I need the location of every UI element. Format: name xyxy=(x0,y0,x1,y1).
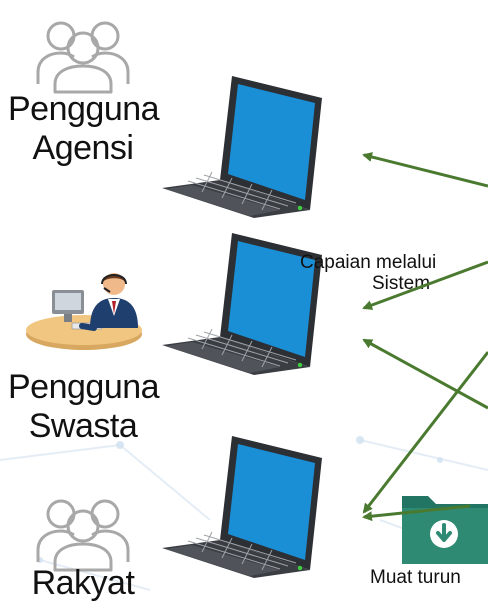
actor-private-label-line2: Swasta xyxy=(28,406,138,445)
arrow-download-to-public-laptop xyxy=(362,504,471,522)
annotation-download-label: Muat turun xyxy=(370,567,461,588)
annotation-system-access-line1: Capaian melalui xyxy=(300,252,437,273)
laptop-icon xyxy=(162,233,322,375)
actor-agency-label-line1: Pengguna xyxy=(8,90,160,128)
arrow-to-agency-laptop xyxy=(362,152,488,188)
actor-public-label: Rakyat xyxy=(31,564,135,602)
laptop-icon xyxy=(162,76,322,218)
laptop-icon xyxy=(162,436,322,578)
group-users-icon xyxy=(36,499,130,572)
group-users-icon xyxy=(36,21,130,94)
arrow-to-private-laptop-2 xyxy=(362,338,488,410)
actor-agency-label-line2: Agensi xyxy=(32,128,134,167)
arrow-to-public-laptop xyxy=(362,351,488,514)
arrow-to-private-laptop xyxy=(362,260,488,310)
download-folder-icon xyxy=(402,496,488,564)
operator-at-desk-icon xyxy=(26,273,142,350)
actor-private-label-line1: Pengguna xyxy=(8,368,160,406)
